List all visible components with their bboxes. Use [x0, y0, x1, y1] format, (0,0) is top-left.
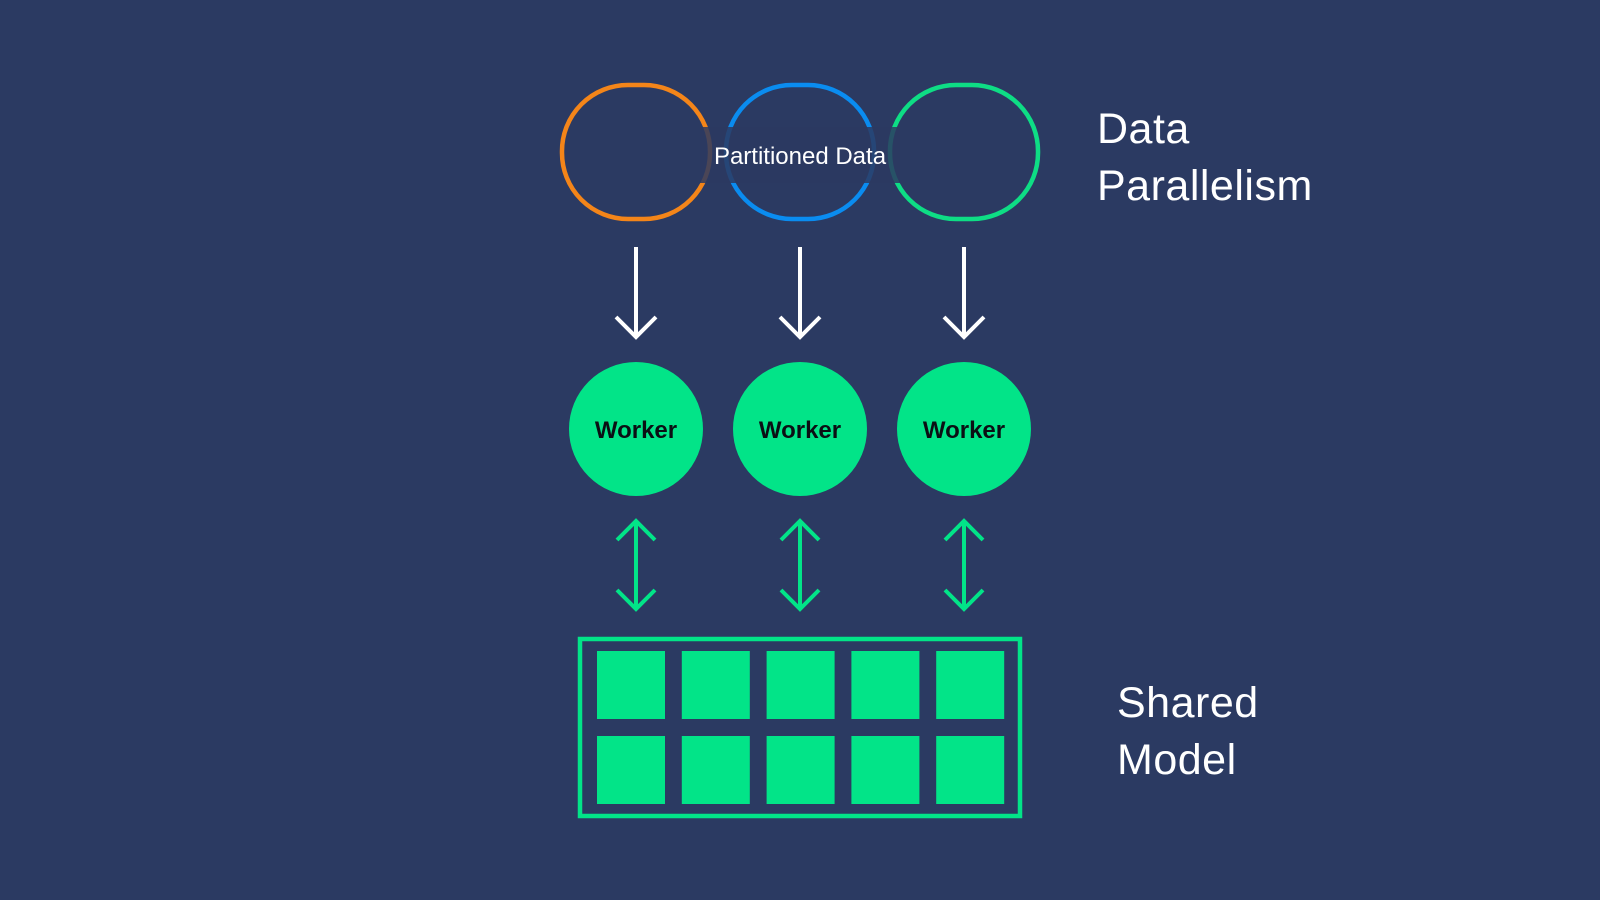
worker-node: Worker: [733, 362, 867, 496]
title-line-2: Model: [1117, 736, 1237, 784]
model-parameter-block: [597, 651, 665, 719]
arrow-up-down-icon: [615, 518, 657, 612]
worker-label: Worker: [595, 417, 677, 444]
worker-node: Worker: [897, 362, 1031, 496]
worker-node: Worker: [569, 362, 703, 496]
title-line-1: Data: [1097, 105, 1190, 153]
workers-group: Worker Worker Worker: [569, 362, 1031, 496]
title-line-1: Shared: [1117, 679, 1259, 727]
shared-model-grid: [577, 636, 1023, 819]
arrow-up-down-icon: [943, 518, 985, 612]
data-parallelism-title: Data Parallelism: [1097, 101, 1313, 215]
down-arrows-group: [614, 247, 986, 340]
arrow-down-icon: [942, 247, 986, 340]
model-parameter-block: [936, 651, 1005, 719]
model-parameter-block: [766, 736, 835, 804]
arrow-down-icon: [778, 247, 822, 340]
worker-circle: [569, 362, 703, 496]
shared-model-title: Shared Model: [1117, 675, 1259, 789]
shared-model-frame: [577, 636, 1023, 819]
worker-circle: [733, 362, 867, 496]
worker-label: Worker: [923, 417, 1005, 444]
model-parameter-block: [936, 736, 1005, 804]
arrow-down-icon: [614, 247, 658, 340]
partition-1-shape: [559, 82, 713, 222]
arrow-up-down-icon: [779, 518, 821, 612]
model-parameter-block: [597, 736, 665, 804]
sync-arrows-group: [615, 518, 985, 612]
worker-circle: [897, 362, 1031, 496]
partitioned-data-label-backdrop: [700, 127, 900, 183]
title-line-2: Parallelism: [1097, 162, 1313, 210]
model-parameter-block: [851, 736, 920, 804]
model-parameter-block: [681, 736, 750, 804]
partitioned-data-label: Partitioned Data: [714, 143, 887, 170]
model-parameter-block: [681, 651, 750, 719]
partition-3-shape: [887, 82, 1041, 222]
model-parameter-block: [766, 651, 835, 719]
worker-label: Worker: [759, 417, 841, 444]
model-parameter-block: [851, 651, 920, 719]
